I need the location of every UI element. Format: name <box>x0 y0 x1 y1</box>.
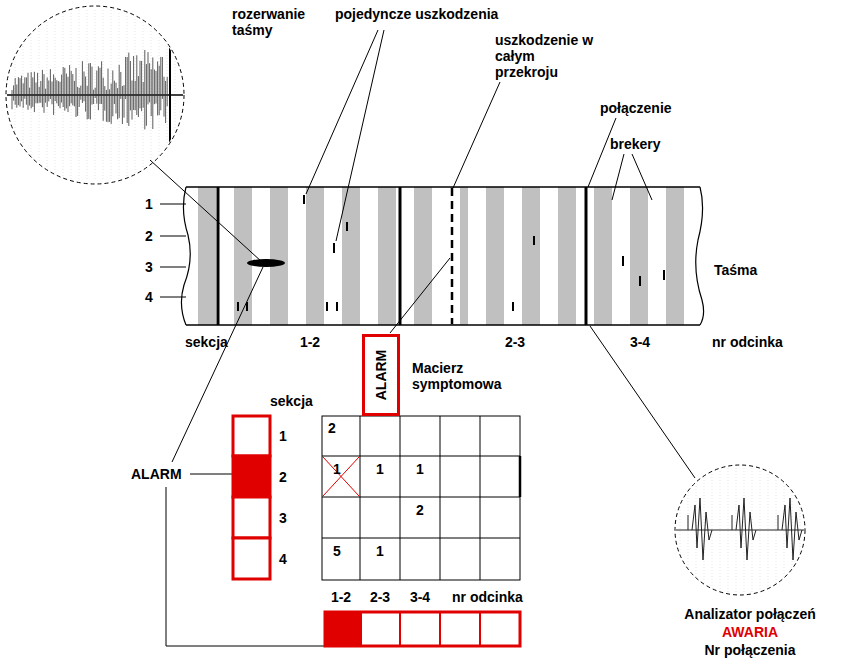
section-number: 3 <box>276 510 290 526</box>
axis-label: nr odcinka <box>452 589 552 605</box>
matrix-cell: 1 <box>360 461 400 477</box>
callout-label: brekery <box>610 136 690 152</box>
rupture-signal-inset <box>5 6 185 184</box>
alarm-text: ALARM <box>373 350 389 401</box>
belt <box>160 187 704 325</box>
symptom-matrix <box>322 416 520 580</box>
axis-label: nr odcinka <box>712 334 812 350</box>
alarm-box: ALARM <box>362 334 400 416</box>
section-number: 1 <box>142 196 156 212</box>
matrix-cell: 2 <box>400 502 440 518</box>
section-number: 2 <box>276 469 290 485</box>
segment-number: 1-2 <box>290 334 330 350</box>
matrix-cell: 1 <box>400 461 440 477</box>
segment-number: 1-2 <box>322 589 360 605</box>
matrix-title: Macierz symptomowa <box>412 360 512 392</box>
segment-number: 2-3 <box>495 334 535 350</box>
segment-number: 3-4 <box>620 334 660 350</box>
callout-label: pojedyncze uszkodzenia <box>335 6 525 22</box>
segment-number: 3-4 <box>400 589 440 605</box>
matrix-cell: 1 <box>360 543 400 559</box>
joint-signal-inset <box>675 465 805 595</box>
segment-number: 2-3 <box>360 589 400 605</box>
section-number: 3 <box>142 259 156 275</box>
part-name: Taśma <box>714 262 774 278</box>
alarm-label: ALARM <box>131 466 191 482</box>
section-alarm-column <box>233 416 270 579</box>
status-label: AWARIA <box>660 624 840 640</box>
matrix-cell: 5 <box>322 543 352 559</box>
axis-label: sekcja <box>270 393 330 409</box>
section-number: 4 <box>276 551 290 567</box>
inset-caption: Analizator połączeń <box>660 606 840 622</box>
segment-alarm-row <box>325 612 520 646</box>
matrix-cell: 1 <box>322 461 352 477</box>
matrix-cell: 2 <box>322 420 342 436</box>
inset-caption: Nr połączenia <box>660 642 840 658</box>
section-number: 2 <box>142 228 156 244</box>
callout-label: połączenie <box>600 100 700 116</box>
section-number: 1 <box>276 428 290 444</box>
callout-label: rozerwanie taśmy <box>232 6 327 38</box>
axis-label: sekcja <box>185 334 245 350</box>
section-number: 4 <box>142 289 156 305</box>
leader-lines <box>150 30 695 646</box>
callout-label: uszkodzenie w całym przekroju <box>495 32 600 80</box>
